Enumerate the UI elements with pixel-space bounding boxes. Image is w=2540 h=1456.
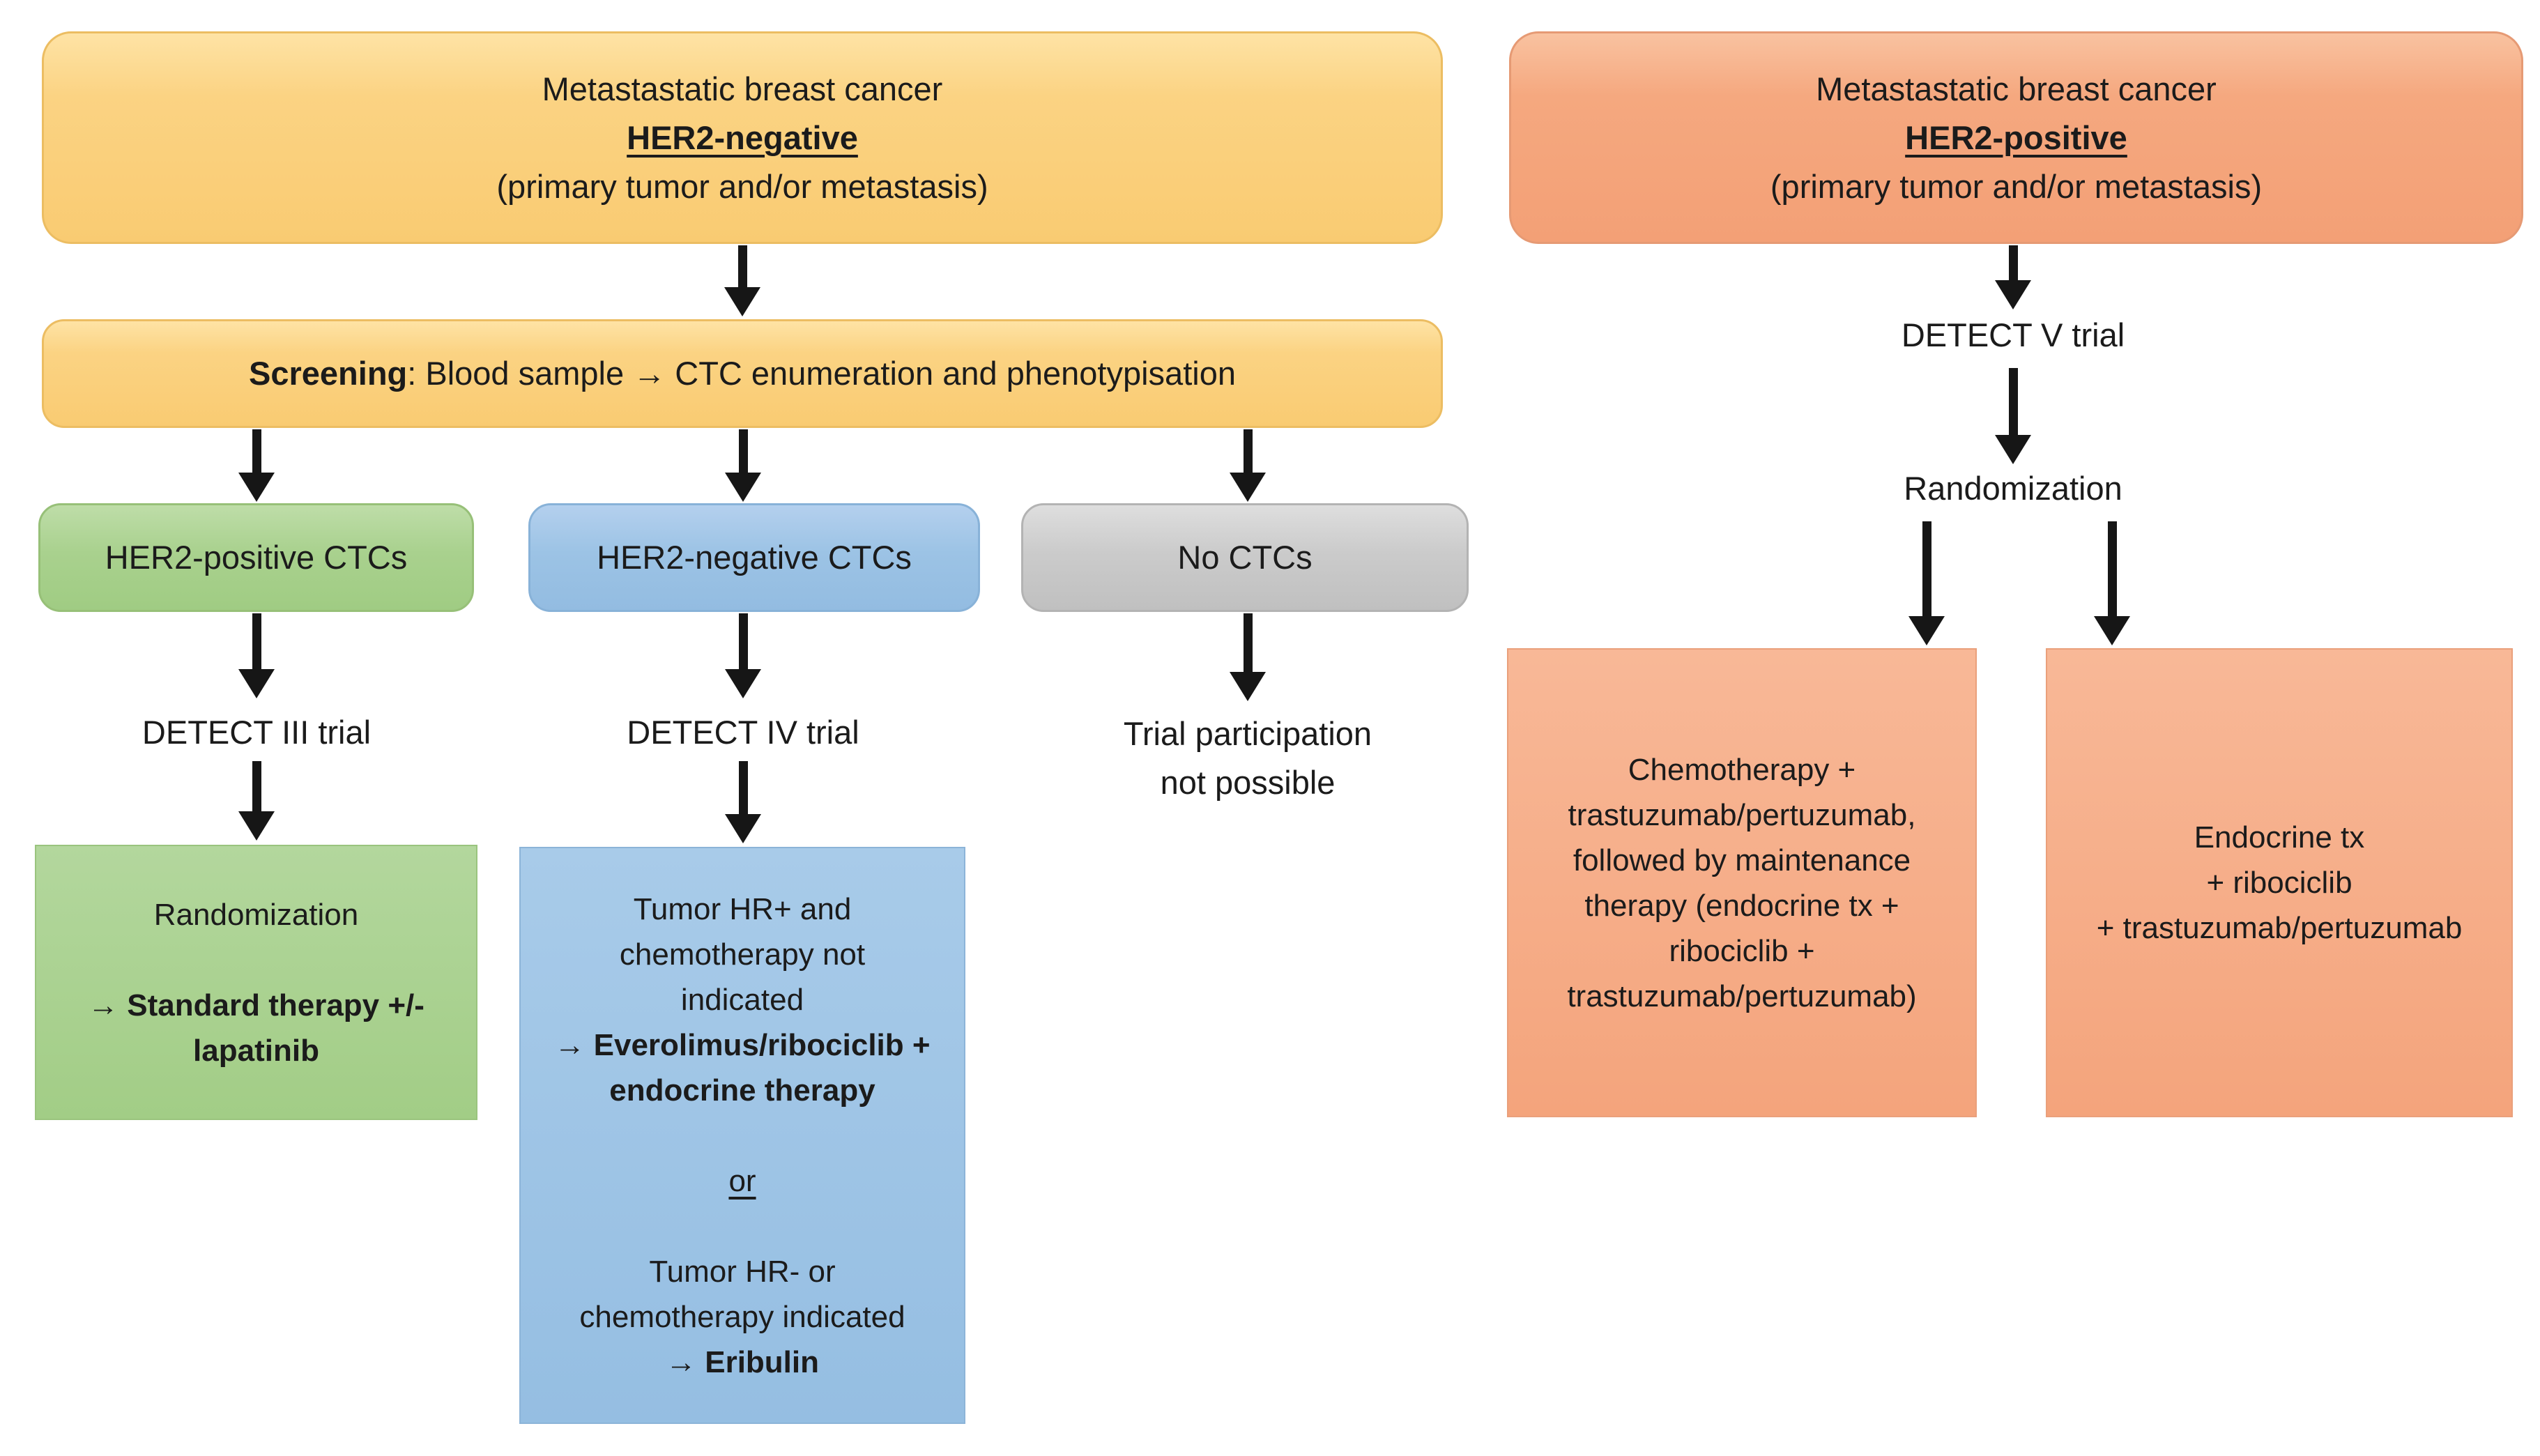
box-line: Endocrine tx [2194, 820, 2365, 855]
her2-negative-label: HER2-negative [627, 118, 858, 156]
arrow-head [725, 473, 761, 502]
screening-box: Screening: Blood sample → CTC enumeratio… [42, 319, 1443, 428]
box-line: Metastastatic breast cancer [542, 70, 943, 107]
arrow-head [1230, 473, 1266, 502]
box-line: → Eribulin [666, 1344, 819, 1379]
box-line: trastuzumab/pertuzumab, [1568, 797, 1916, 832]
arrow-head [724, 287, 760, 316]
arrow-down [1908, 521, 1945, 645]
arrow-stem [1243, 613, 1253, 672]
box-line: indicated [680, 982, 804, 1017]
box-line: No CTCs [1177, 539, 1313, 576]
box-line: HER2-positive CTCs [105, 539, 408, 576]
her2-positive-ctcs-box: HER2-positive CTCs [38, 503, 474, 612]
arrow-down [1995, 245, 2031, 309]
arrow-down [2094, 521, 2130, 645]
arrow-stem [2008, 245, 2018, 280]
box-line: HER2-negative CTCs [597, 539, 912, 576]
detect-iii-randomization-box: Randomization → Standard therapy +/- lap… [35, 845, 477, 1120]
box-line: Tumor HR- or [649, 1254, 836, 1289]
box-line: chemotherapy indicated [579, 1299, 905, 1334]
box-line: lapatinib [193, 1033, 319, 1068]
arrow-head [2094, 616, 2130, 645]
no-trial-line1: Trial participation [1123, 715, 1372, 752]
arrow-head [238, 669, 275, 698]
arrow-down [725, 429, 761, 502]
arrow-stem [252, 613, 261, 669]
arrow-stem [738, 761, 748, 814]
arrow-head [1995, 280, 2031, 309]
arrow-head [1995, 435, 2031, 464]
arrow-stem [1243, 429, 1253, 473]
arrow-stem [738, 429, 748, 473]
arrow-head [725, 814, 761, 843]
detect-iii-trial-label: DETECT III trial [141, 714, 372, 751]
her2-positive-label: HER2-positive [1905, 118, 2127, 156]
arrow-head [238, 473, 275, 502]
or-divider: or [728, 1163, 756, 1198]
box-line: followed by maintenance [1573, 843, 1911, 878]
her2-positive-top-box: Metastastatic breast cancer HER2-positiv… [1509, 31, 2523, 244]
box-line: → Standard therapy +/- [88, 988, 424, 1022]
arrow-down [238, 429, 275, 502]
arrow-head [725, 669, 761, 698]
box-line: + trastuzumab/pertuzumab [2096, 911, 2463, 945]
no-ctcs-box: No CTCs [1021, 503, 1469, 612]
no-trial-line2: not possible [1160, 764, 1336, 801]
randomization-label: Randomization [1904, 470, 2122, 507]
screening-label: Screening [249, 355, 408, 392]
arrow-down [725, 613, 761, 698]
box-line: Metastastatic breast cancer [1816, 70, 2217, 107]
arrow-stem [2008, 368, 2018, 435]
box-line: trastuzumab/pertuzumab) [1567, 979, 1917, 1013]
arrow-stem [252, 761, 261, 811]
her2-negative-ctcs-box: HER2-negative CTCs [528, 503, 980, 612]
detect-v-trial-label: DETECT V trial [1901, 316, 2125, 353]
box-line: ribociclib + [1669, 933, 1815, 968]
endocrine-ribociclib-box: Endocrine tx + ribociclib + trastuzumab/… [2046, 648, 2513, 1117]
chemo-maintenance-box: Chemotherapy + trastuzumab/pertuzumab, f… [1507, 648, 1977, 1117]
box-line: Chemotherapy + [1628, 752, 1856, 787]
screening-text: : Blood sample → CTC enumeration and phe… [407, 355, 1236, 392]
box-line: Tumor HR+ and [633, 891, 852, 926]
arrow-down [724, 245, 760, 316]
box-line: → Everolimus/ribociclib + [554, 1027, 931, 1062]
box-line: + ribociclib [2206, 866, 2352, 900]
arrow-head [238, 811, 275, 841]
box-line: Randomization [153, 897, 359, 932]
arrow-stem [738, 613, 748, 669]
arrow-stem [252, 429, 261, 473]
box-line: therapy (endocrine tx + [1584, 888, 1899, 923]
arrow-down [238, 613, 275, 698]
box-line: chemotherapy not [619, 937, 866, 972]
arrow-down [1230, 613, 1266, 701]
arrow-down [725, 761, 761, 843]
arrow-head [1230, 672, 1266, 701]
arrow-stem [737, 245, 747, 287]
her2-negative-top-box: Metastastatic breast cancer HER2-negativ… [42, 31, 1443, 244]
no-trial-label: Trial participation not possible [1039, 710, 1457, 807]
arrow-stem [2107, 521, 2117, 616]
arrow-down [1995, 368, 2031, 464]
detect-iv-trial-label: DETECT IV trial [627, 714, 859, 751]
box-line: (primary tumor and/or metastasis) [496, 167, 988, 205]
arrow-down [238, 761, 275, 841]
arrow-head [1908, 616, 1945, 645]
detect-iv-treatment-box: Tumor HR+ and chemotherapy not indicated… [519, 847, 965, 1424]
box-line: endocrine therapy [609, 1073, 875, 1108]
arrow-stem [1922, 521, 1931, 616]
box-line: (primary tumor and/or metastasis) [1770, 167, 2263, 205]
arrow-down [1230, 429, 1266, 502]
